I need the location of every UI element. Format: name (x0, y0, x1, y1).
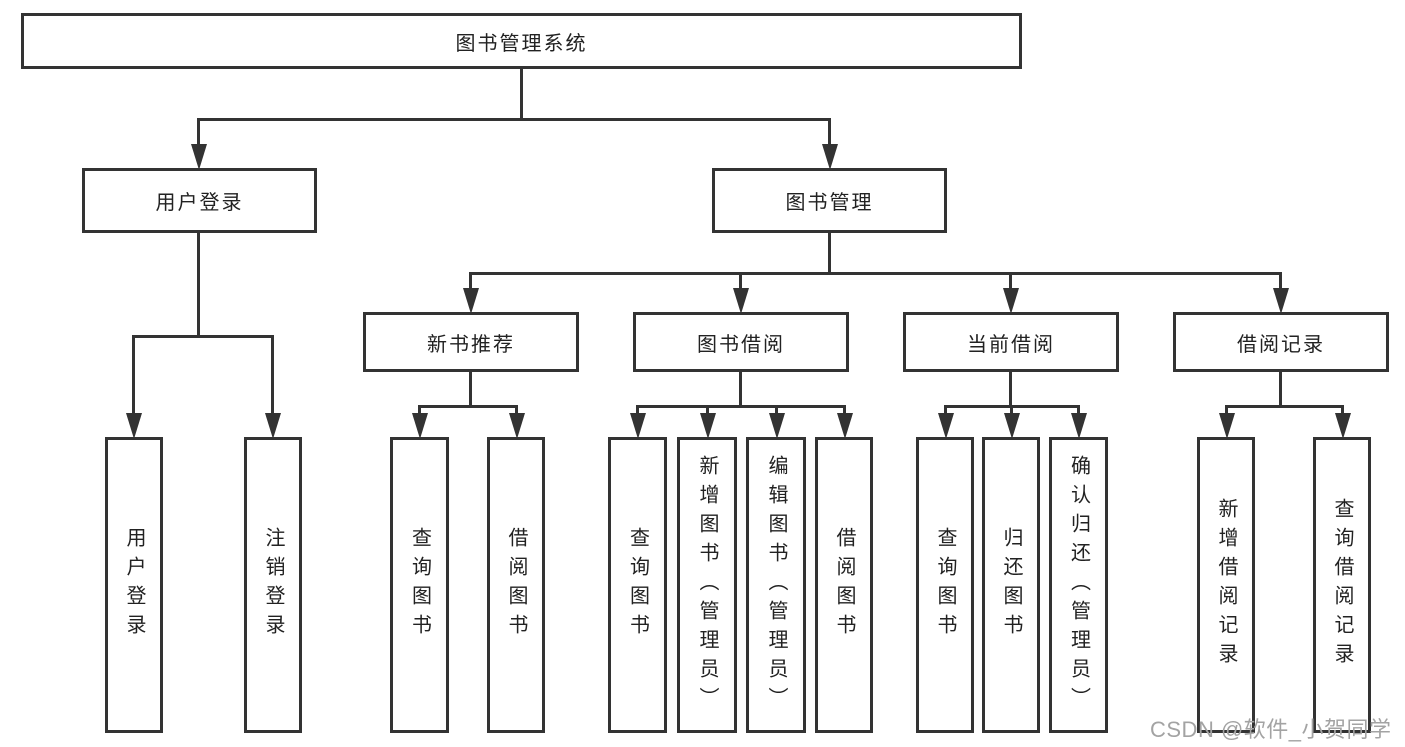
connector-line (828, 118, 831, 146)
connector-line (1341, 405, 1344, 417)
arrowhead-down-icon (412, 413, 428, 439)
connector-line (520, 69, 523, 118)
leaf-edit-book-admin-label: 编辑图书（管理员） (765, 454, 787, 716)
connector-line (197, 118, 200, 146)
watermark: CSDN @软件_小贺同学 (1150, 717, 1392, 742)
connector-line (1077, 405, 1080, 417)
arrowhead-down-icon (733, 288, 749, 314)
arrowhead-down-icon (938, 413, 954, 439)
connector-line (706, 405, 709, 417)
leaf-edit-book-admin: 编辑图书（管理员） (746, 437, 806, 733)
arrowhead-down-icon (265, 413, 281, 439)
node-root: 图书管理系统 (21, 13, 1022, 69)
leaf-return-book: 归还图书 (982, 437, 1040, 733)
arrowhead-down-icon (1071, 413, 1087, 439)
leaf-borrow-book-rec: 借阅图书 (487, 437, 545, 733)
arrowhead-down-icon (509, 413, 525, 439)
node-root-label: 图书管理系统 (455, 32, 588, 55)
arrowhead-down-icon (463, 288, 479, 314)
connector-line (132, 335, 135, 415)
connector-line (1009, 272, 1012, 290)
leaf-logout: 注销登录 (244, 437, 302, 733)
arrowhead-down-icon (1219, 413, 1235, 439)
leaf-query-book-cb-label: 查询图书 (934, 527, 956, 643)
leaf-add-borrow-record-label: 新增借阅记录 (1215, 498, 1237, 672)
leaf-add-book-admin-label: 新增图书（管理员） (696, 454, 718, 716)
leaf-query-book-rec: 查询图书 (390, 437, 449, 733)
leaf-query-book-rec-label: 查询图书 (408, 527, 431, 643)
leaf-return-book-label: 归还图书 (1000, 527, 1022, 643)
connector-line (469, 272, 1282, 275)
leaf-query-book-cb: 查询图书 (916, 437, 974, 733)
leaf-confirm-return-admin: 确认归还（管理员） (1049, 437, 1108, 733)
arrowhead-down-icon (126, 413, 142, 439)
leaf-borrow-book-bb-label: 借阅图书 (833, 527, 855, 643)
arrowhead-down-icon (630, 413, 646, 439)
connector-line (197, 118, 831, 121)
arrowhead-down-icon (700, 413, 716, 439)
connector-line (469, 372, 472, 405)
arrowhead-down-icon (1273, 288, 1289, 314)
node-current-borrow: 当前借阅 (903, 312, 1119, 372)
leaf-add-borrow-record: 新增借阅记录 (1197, 437, 1255, 733)
leaf-user-login: 用户登录 (105, 437, 163, 733)
connector-line (636, 405, 846, 408)
leaf-query-borrow-record-label: 查询借阅记录 (1331, 498, 1353, 672)
node-book-borrow-label: 图书借阅 (697, 333, 785, 356)
connector-line (1279, 372, 1282, 405)
node-book-mgmt: 图书管理 (712, 168, 947, 233)
connector-line (828, 233, 831, 272)
arrowhead-down-icon (837, 413, 853, 439)
leaf-logout-label: 注销登录 (262, 527, 284, 643)
connector-line (1225, 405, 1344, 408)
connector-line (775, 405, 778, 417)
node-book-mgmt-label: 图书管理 (785, 192, 874, 214)
arrowhead-down-icon (1003, 288, 1019, 314)
connector-line (418, 405, 518, 408)
leaf-user-login-label: 用户登录 (123, 527, 145, 643)
connector-line (739, 372, 742, 405)
node-new-book-rec: 新书推荐 (363, 312, 579, 372)
connector-line (1225, 405, 1228, 417)
leaf-query-book-bb: 查询图书 (608, 437, 667, 733)
connector-line (843, 405, 846, 417)
node-borrow-record-label: 借阅记录 (1237, 333, 1325, 356)
leaf-confirm-return-admin-label: 确认归还（管理员） (1067, 454, 1090, 716)
connector-line (636, 405, 639, 417)
connector-line (197, 233, 200, 335)
connector-line (132, 335, 274, 338)
node-new-book-rec-label: 新书推荐 (427, 333, 515, 356)
node-current-borrow-label: 当前借阅 (967, 333, 1055, 356)
connector-line (515, 405, 518, 417)
connector-line (739, 272, 742, 290)
connector-line (1009, 372, 1012, 405)
leaf-borrow-book-rec-label: 借阅图书 (505, 527, 527, 643)
arrowhead-down-icon (1335, 413, 1351, 439)
connector-line (1010, 405, 1013, 417)
connector-line (944, 405, 947, 417)
node-user-login-label: 用户登录 (155, 192, 244, 214)
arrowhead-down-icon (769, 413, 785, 439)
arrowhead-down-icon (191, 144, 207, 170)
connector-line (1279, 272, 1282, 290)
connector-line (469, 272, 472, 290)
node-borrow-record: 借阅记录 (1173, 312, 1389, 372)
leaf-add-book-admin: 新增图书（管理员） (677, 437, 737, 733)
arrowhead-down-icon (822, 144, 838, 170)
node-user-login: 用户登录 (82, 168, 317, 233)
leaf-borrow-book-bb: 借阅图书 (815, 437, 873, 733)
node-book-borrow: 图书借阅 (633, 312, 849, 372)
leaf-query-borrow-record: 查询借阅记录 (1313, 437, 1371, 733)
connector-line (418, 405, 421, 417)
connector-line (271, 335, 274, 415)
leaf-query-book-bb-label: 查询图书 (626, 527, 649, 643)
arrowhead-down-icon (1004, 413, 1020, 439)
